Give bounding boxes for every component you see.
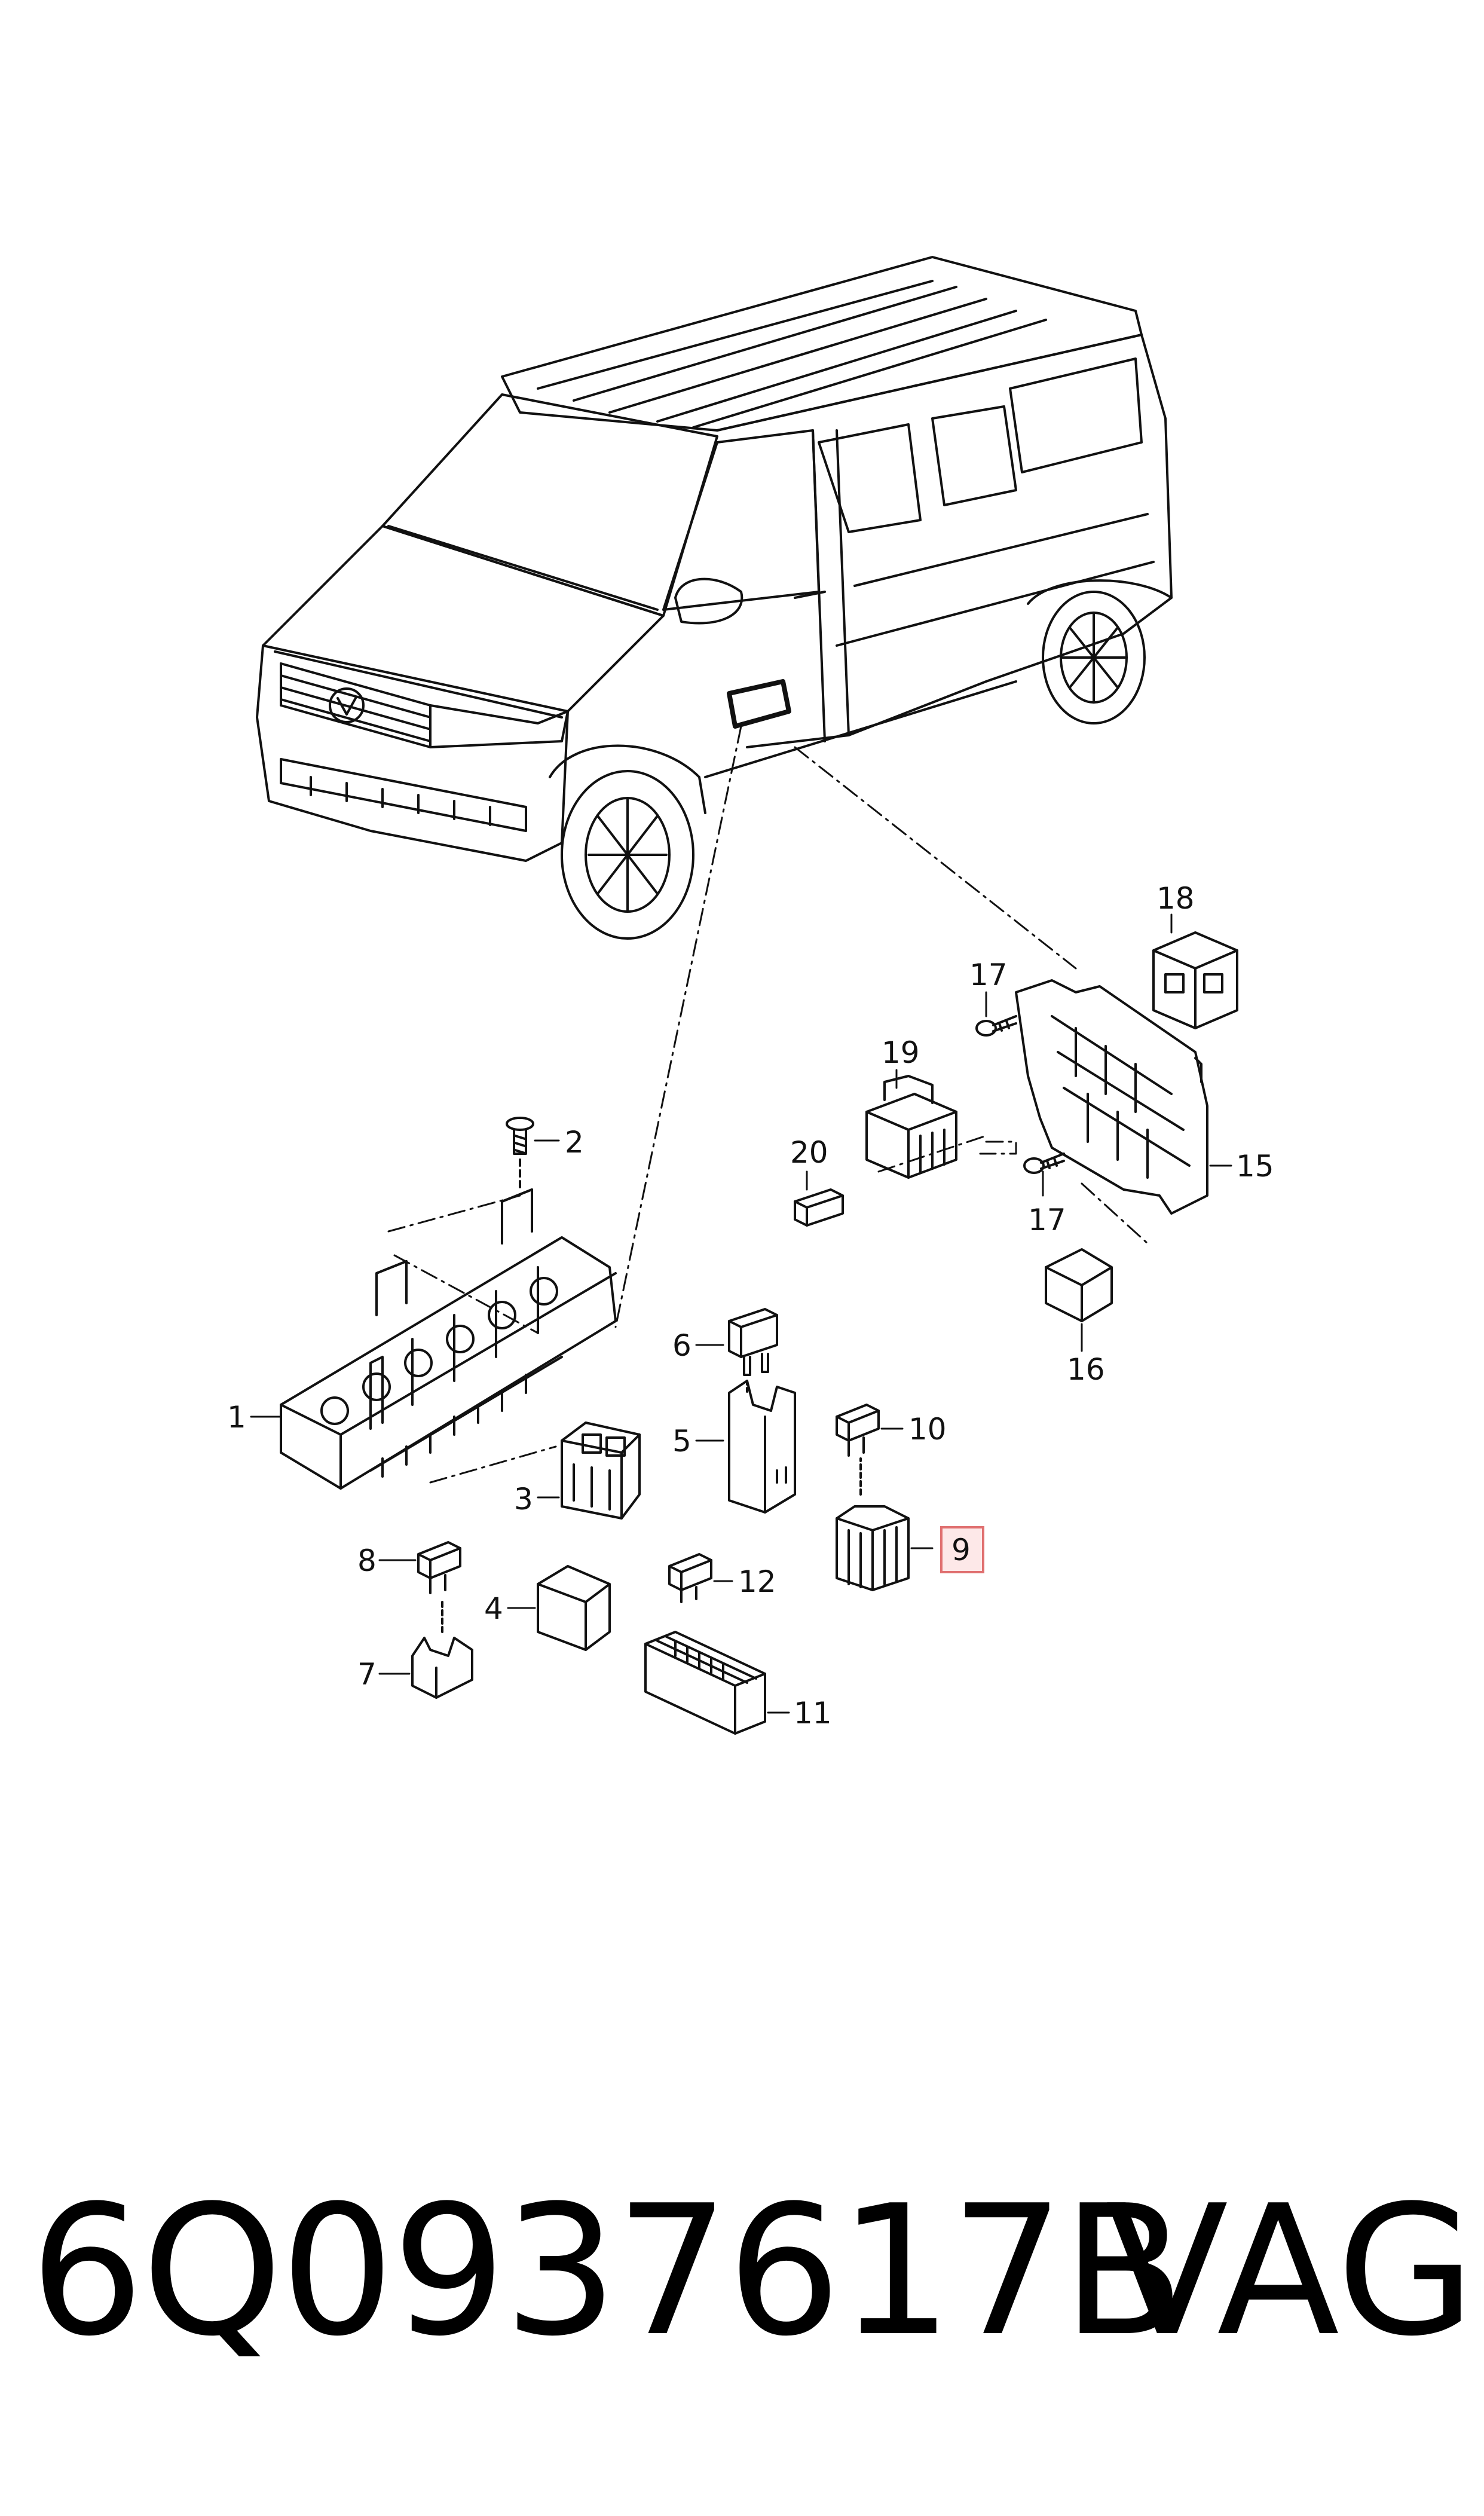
callout-15: 15: [1236, 1149, 1274, 1184]
callout-16: 16: [1067, 1352, 1105, 1387]
part-10-mini-fuse: [836, 1404, 880, 1457]
part-4-relay: [537, 1565, 611, 1651]
callout-ticks: [250, 913, 1232, 1714]
part-1-fuse-carrier: [280, 1188, 617, 1490]
callout-2: 2: [565, 1125, 584, 1160]
callout-12: 12: [738, 1564, 776, 1599]
callout-17-top: 17: [969, 958, 1008, 992]
part-12-mini-fuse: [668, 1553, 712, 1603]
callout-10: 10: [908, 1412, 947, 1447]
brand-name: VAG: [1106, 2167, 1476, 2376]
callout-11: 11: [794, 1696, 832, 1731]
callout-3: 3: [514, 1482, 533, 1517]
callout-1: 1: [227, 1400, 246, 1435]
part-16-relay: [1045, 1248, 1113, 1322]
part-11-connector: [644, 1631, 766, 1735]
part-3-relay-socket: [561, 1421, 641, 1520]
callout-labels: 1 2 3 4 5 6 7 8 9 10 11 12 15 16 17 17 1…: [227, 881, 1274, 1731]
part-8-mini-fuse: [417, 1541, 461, 1594]
part-9-relay-carrier: [836, 1457, 910, 1591]
part-17-screw-top: [975, 1015, 1017, 1037]
part-2-bolt: [506, 1117, 534, 1191]
part-18-relay-socket: [1152, 931, 1238, 1029]
callout-4: 4: [484, 1591, 503, 1626]
callout-5: 5: [672, 1424, 691, 1459]
callout-6: 6: [672, 1328, 691, 1363]
part-20-mini-fuse: [794, 1188, 844, 1227]
part-15-relay-plate: [1015, 979, 1208, 1215]
part-6-fuse: [728, 1308, 778, 1394]
part-17-screw-bottom: [1023, 1152, 1065, 1174]
part-19-socket: [865, 1075, 957, 1179]
callout-19: 19: [882, 1035, 920, 1070]
callout-17-bottom: 17: [1028, 1203, 1066, 1237]
callout-8: 8: [357, 1543, 377, 1578]
callout-9: 9: [951, 1533, 971, 1567]
part-number: 6Q0937617B: [30, 2167, 1185, 2376]
part-7-fuse-holder: [411, 1601, 473, 1699]
van-illustration: [256, 256, 1173, 940]
callout-9-highlight: [940, 1526, 984, 1573]
part-5-holder: [728, 1380, 796, 1514]
callout-20: 20: [790, 1135, 828, 1170]
callout-7: 7: [357, 1657, 377, 1692]
callout-18: 18: [1156, 881, 1195, 916]
